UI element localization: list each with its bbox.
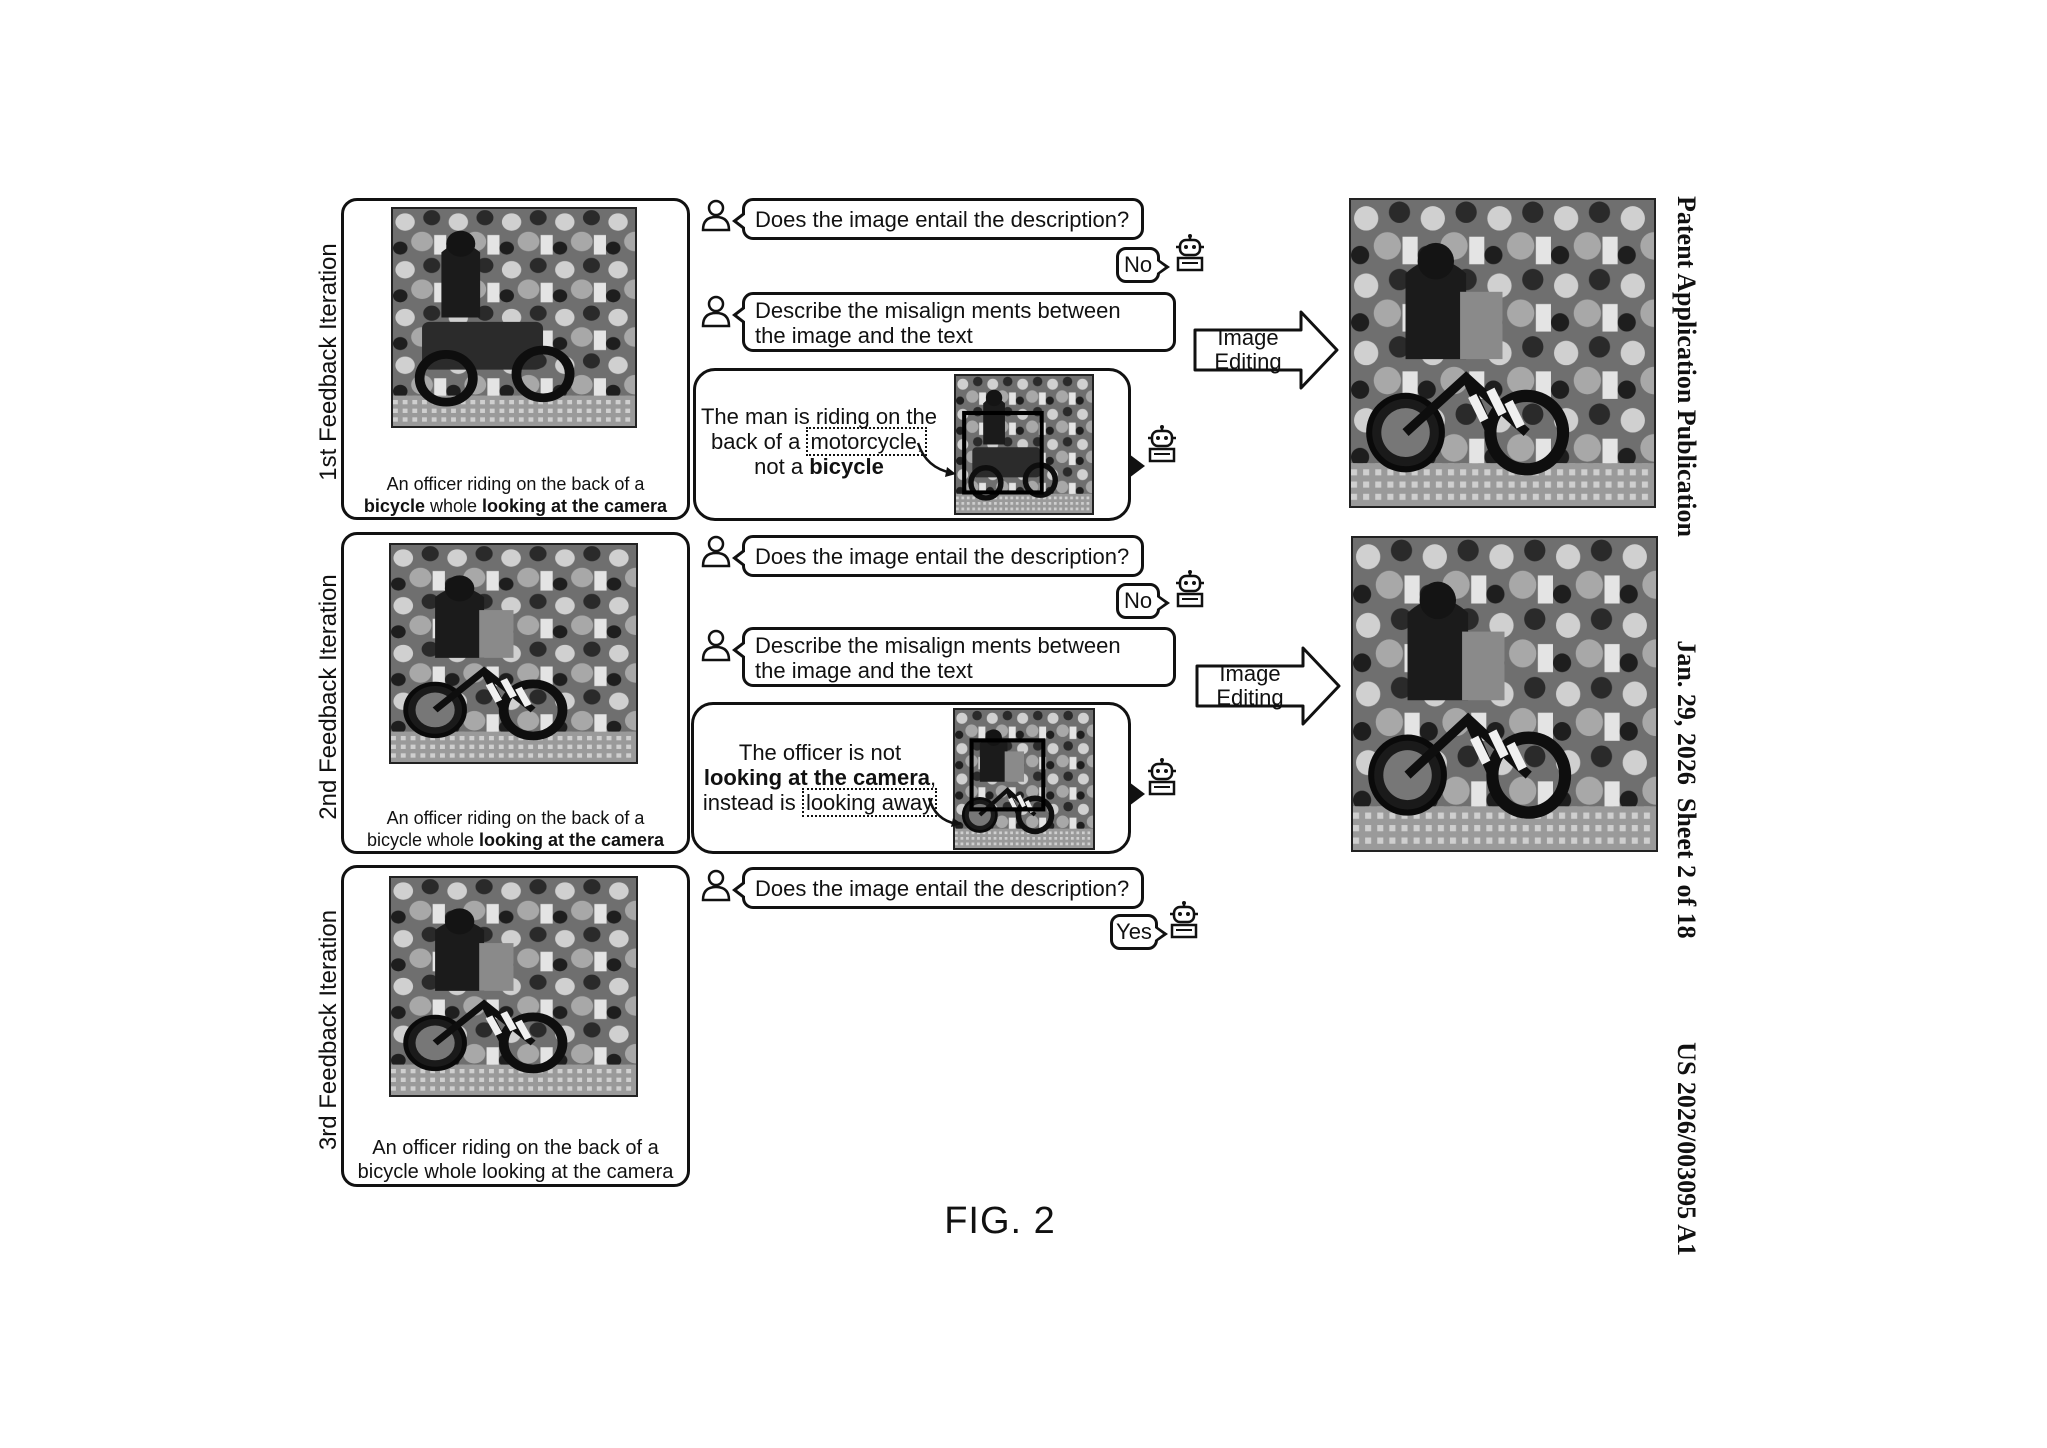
row-label-1: 1st Feedback Iteration (314, 197, 344, 527)
date-sheet: Jan. 29, 2026 Sheet 2 of 18 (1666, 640, 1706, 938)
response-1-highlight: motorcycle, (806, 427, 926, 456)
edit-label-1-line2: Editing (1203, 350, 1293, 374)
iteration-1-panel: An officer riding on the back of a bicyc… (341, 198, 690, 520)
caption-1-mid: whole (425, 496, 482, 516)
caption-1-bold-1: bicycle (364, 496, 425, 516)
question-bubble-1a: Does the image entail the description? (742, 198, 1144, 240)
response-tail-1 (1129, 454, 1145, 478)
input-image-1 (391, 207, 637, 428)
caption-2-line2: bicycle whole looking at the camera (348, 829, 683, 851)
edited-image-2 (1351, 536, 1658, 852)
caption-1-bold-2: looking at the camera (482, 496, 667, 516)
response-2-line3-pre: instead is (703, 790, 796, 815)
edit-label-2-line1: Image (1205, 662, 1295, 686)
user-icon (700, 294, 732, 330)
robot-icon (1174, 234, 1206, 272)
robot-icon (1174, 570, 1206, 608)
caption-3-line1: An officer riding on the back of a (348, 1136, 683, 1160)
user-icon (700, 198, 732, 234)
caption-3-line2: bicycle whole looking at the camera (348, 1160, 683, 1184)
iteration-3-panel: An officer riding on the back of a bicyc… (341, 865, 690, 1187)
iteration-2-panel: An officer riding on the back of a bicyc… (341, 532, 690, 854)
response-2-line2: looking at the camera, (697, 765, 943, 790)
question-text-2b-line1: Describe the misalign ments between (755, 633, 1163, 658)
response-1-bold: bicycle (809, 454, 884, 479)
patent-header: Patent Application Publication Jan. 29, … (1666, 196, 1706, 1256)
question-text-1b-line1: Describe the misalign ments between (755, 298, 1163, 323)
response-1-line2-pre: back of a (711, 429, 800, 454)
answer-text-3: Yes (1116, 919, 1152, 944)
edit-label-2-line2: Editing (1205, 686, 1295, 710)
edit-label-1: Image Editing (1203, 326, 1293, 374)
publication-label: Patent Application Publication (1666, 196, 1706, 537)
edit-label-1-line1: Image (1203, 326, 1293, 350)
response-2-bold-after: , (930, 765, 936, 790)
input-image-2 (389, 543, 638, 764)
question-text-2b-line2: the image and the text (755, 658, 1163, 683)
grounded-image-1 (954, 374, 1094, 515)
edited-image-1 (1349, 198, 1656, 508)
caption-1-line2: bicycle whole looking at the camera (348, 495, 683, 517)
user-icon (700, 534, 732, 570)
user-icon (700, 628, 732, 664)
response-2-line1: The officer is not (697, 740, 943, 765)
question-text-1a: Does the image entail the description? (755, 207, 1129, 232)
response-2-highlight: looking away (802, 788, 937, 817)
user-icon (700, 868, 732, 904)
question-bubble-2b: Describe the misalign ments between the … (742, 627, 1176, 687)
caption-1-line1: An officer riding on the back of a (348, 473, 683, 495)
caption-2: An officer riding on the back of a bicyc… (348, 807, 683, 851)
answer-bubble-3: Yes (1110, 914, 1158, 950)
edit-label-2: Image Editing (1205, 662, 1295, 710)
pointer-arrow-1 (915, 440, 960, 480)
grounded-image-2 (953, 708, 1095, 850)
response-tail-2 (1129, 782, 1145, 806)
row-label-2: 2nd Feedback Iteration (314, 532, 344, 862)
caption-2-bold: looking at the camera (479, 830, 664, 850)
caption-1: An officer riding on the back of a bicyc… (348, 473, 683, 517)
response-1-line3-pre: not a (754, 454, 803, 479)
answer-text-2: No (1124, 588, 1152, 613)
response-1-line3: not a bicycle (697, 454, 941, 479)
question-bubble-1b: Describe the misalign ments between the … (742, 292, 1176, 352)
question-bubble-2a: Does the image entail the description? (742, 535, 1144, 577)
caption-2-line1: An officer riding on the back of a (348, 807, 683, 829)
response-1-line2: back of a motorcycle, (697, 429, 941, 454)
caption-3: An officer riding on the back of a bicyc… (348, 1136, 683, 1184)
robot-icon (1146, 758, 1178, 796)
question-text-2a: Does the image entail the description? (755, 544, 1129, 569)
response-2-bold: looking at the camera (704, 765, 930, 790)
row-label-3: 3rd Feedback Iteration (314, 865, 344, 1195)
question-bubble-3a: Does the image entail the description? (742, 867, 1144, 909)
response-text-1: The man is riding on the back of a motor… (697, 404, 941, 479)
input-image-3 (389, 876, 638, 1097)
response-1-line1: The man is riding on the (697, 404, 941, 429)
answer-bubble-2: No (1116, 583, 1160, 619)
publication-number: US 2026/003095 A1 (1666, 1042, 1706, 1256)
answer-text-1: No (1124, 252, 1152, 277)
pointer-arrow-2 (926, 795, 966, 835)
robot-icon (1168, 901, 1200, 939)
response-2-line3: instead is looking away (697, 790, 943, 815)
question-text-3a: Does the image entail the description? (755, 876, 1129, 901)
figure-label: FIG. 2 (900, 1200, 1100, 1243)
robot-icon (1146, 425, 1178, 463)
caption-2-pre: bicycle whole (367, 830, 479, 850)
question-text-1b-line2: the image and the text (755, 323, 1163, 348)
answer-bubble-1: No (1116, 247, 1160, 283)
response-text-2: The officer is not looking at the camera… (697, 740, 943, 815)
